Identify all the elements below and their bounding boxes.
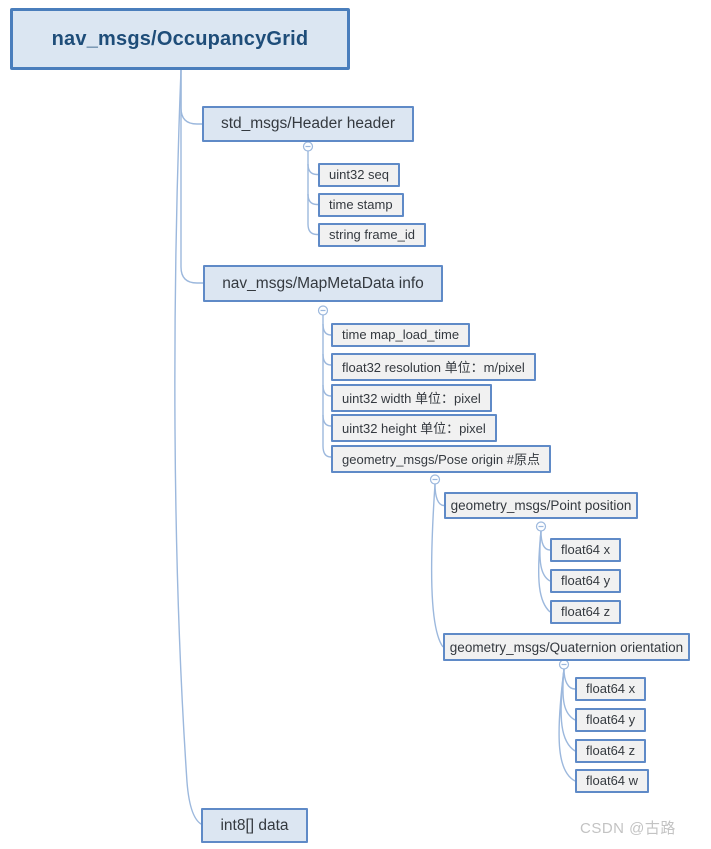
node-orientation-z[interactable]: float64 z [575, 739, 647, 763]
node-height[interactable]: uint32 height 单位：pixel [331, 414, 497, 442]
node-position-x[interactable]: float64 x [550, 538, 622, 562]
node-map-load-time[interactable]: time map_load_time [331, 323, 471, 347]
node-position-z[interactable]: float64 z [550, 600, 622, 624]
node-header[interactable]: std_msgs/Header header [202, 106, 414, 142]
collapse-icon-origin[interactable] [429, 474, 441, 485]
node-string-frame-id[interactable]: string frame_id [318, 223, 426, 247]
node-orientation-y[interactable]: float64 y [575, 708, 647, 732]
csdn-watermark: CSDN @古路 [580, 820, 676, 837]
node-resolution[interactable]: float32 resolution 单位：m/pixel [331, 353, 536, 381]
node-time-stamp[interactable]: time stamp [318, 193, 404, 217]
node-quaternion-orientation[interactable]: geometry_msgs/Quaternion orientation [443, 633, 690, 661]
collapse-icon-info[interactable] [317, 305, 329, 316]
node-orientation-x[interactable]: float64 x [575, 677, 647, 701]
node-orientation-w[interactable]: float64 w [575, 769, 650, 793]
node-uint32-seq[interactable]: uint32 seq [318, 163, 400, 187]
collapse-icon-header[interactable] [302, 141, 314, 152]
collapse-icon-orientation[interactable] [558, 659, 570, 670]
node-width[interactable]: uint32 width 单位：pixel [331, 384, 492, 412]
node-mapmetadata-info[interactable]: nav_msgs/MapMetaData info [203, 265, 443, 302]
node-int8-data[interactable]: int8[] data [201, 808, 308, 843]
connector-lines [174, 69, 576, 826]
node-point-position[interactable]: geometry_msgs/Point position [444, 492, 638, 519]
collapse-icon-position[interactable] [535, 521, 547, 532]
node-occupancygrid[interactable]: nav_msgs/OccupancyGrid [10, 8, 350, 70]
node-position-y[interactable]: float64 y [550, 569, 622, 593]
node-pose-origin[interactable]: geometry_msgs/Pose origin #原点 [331, 445, 551, 473]
